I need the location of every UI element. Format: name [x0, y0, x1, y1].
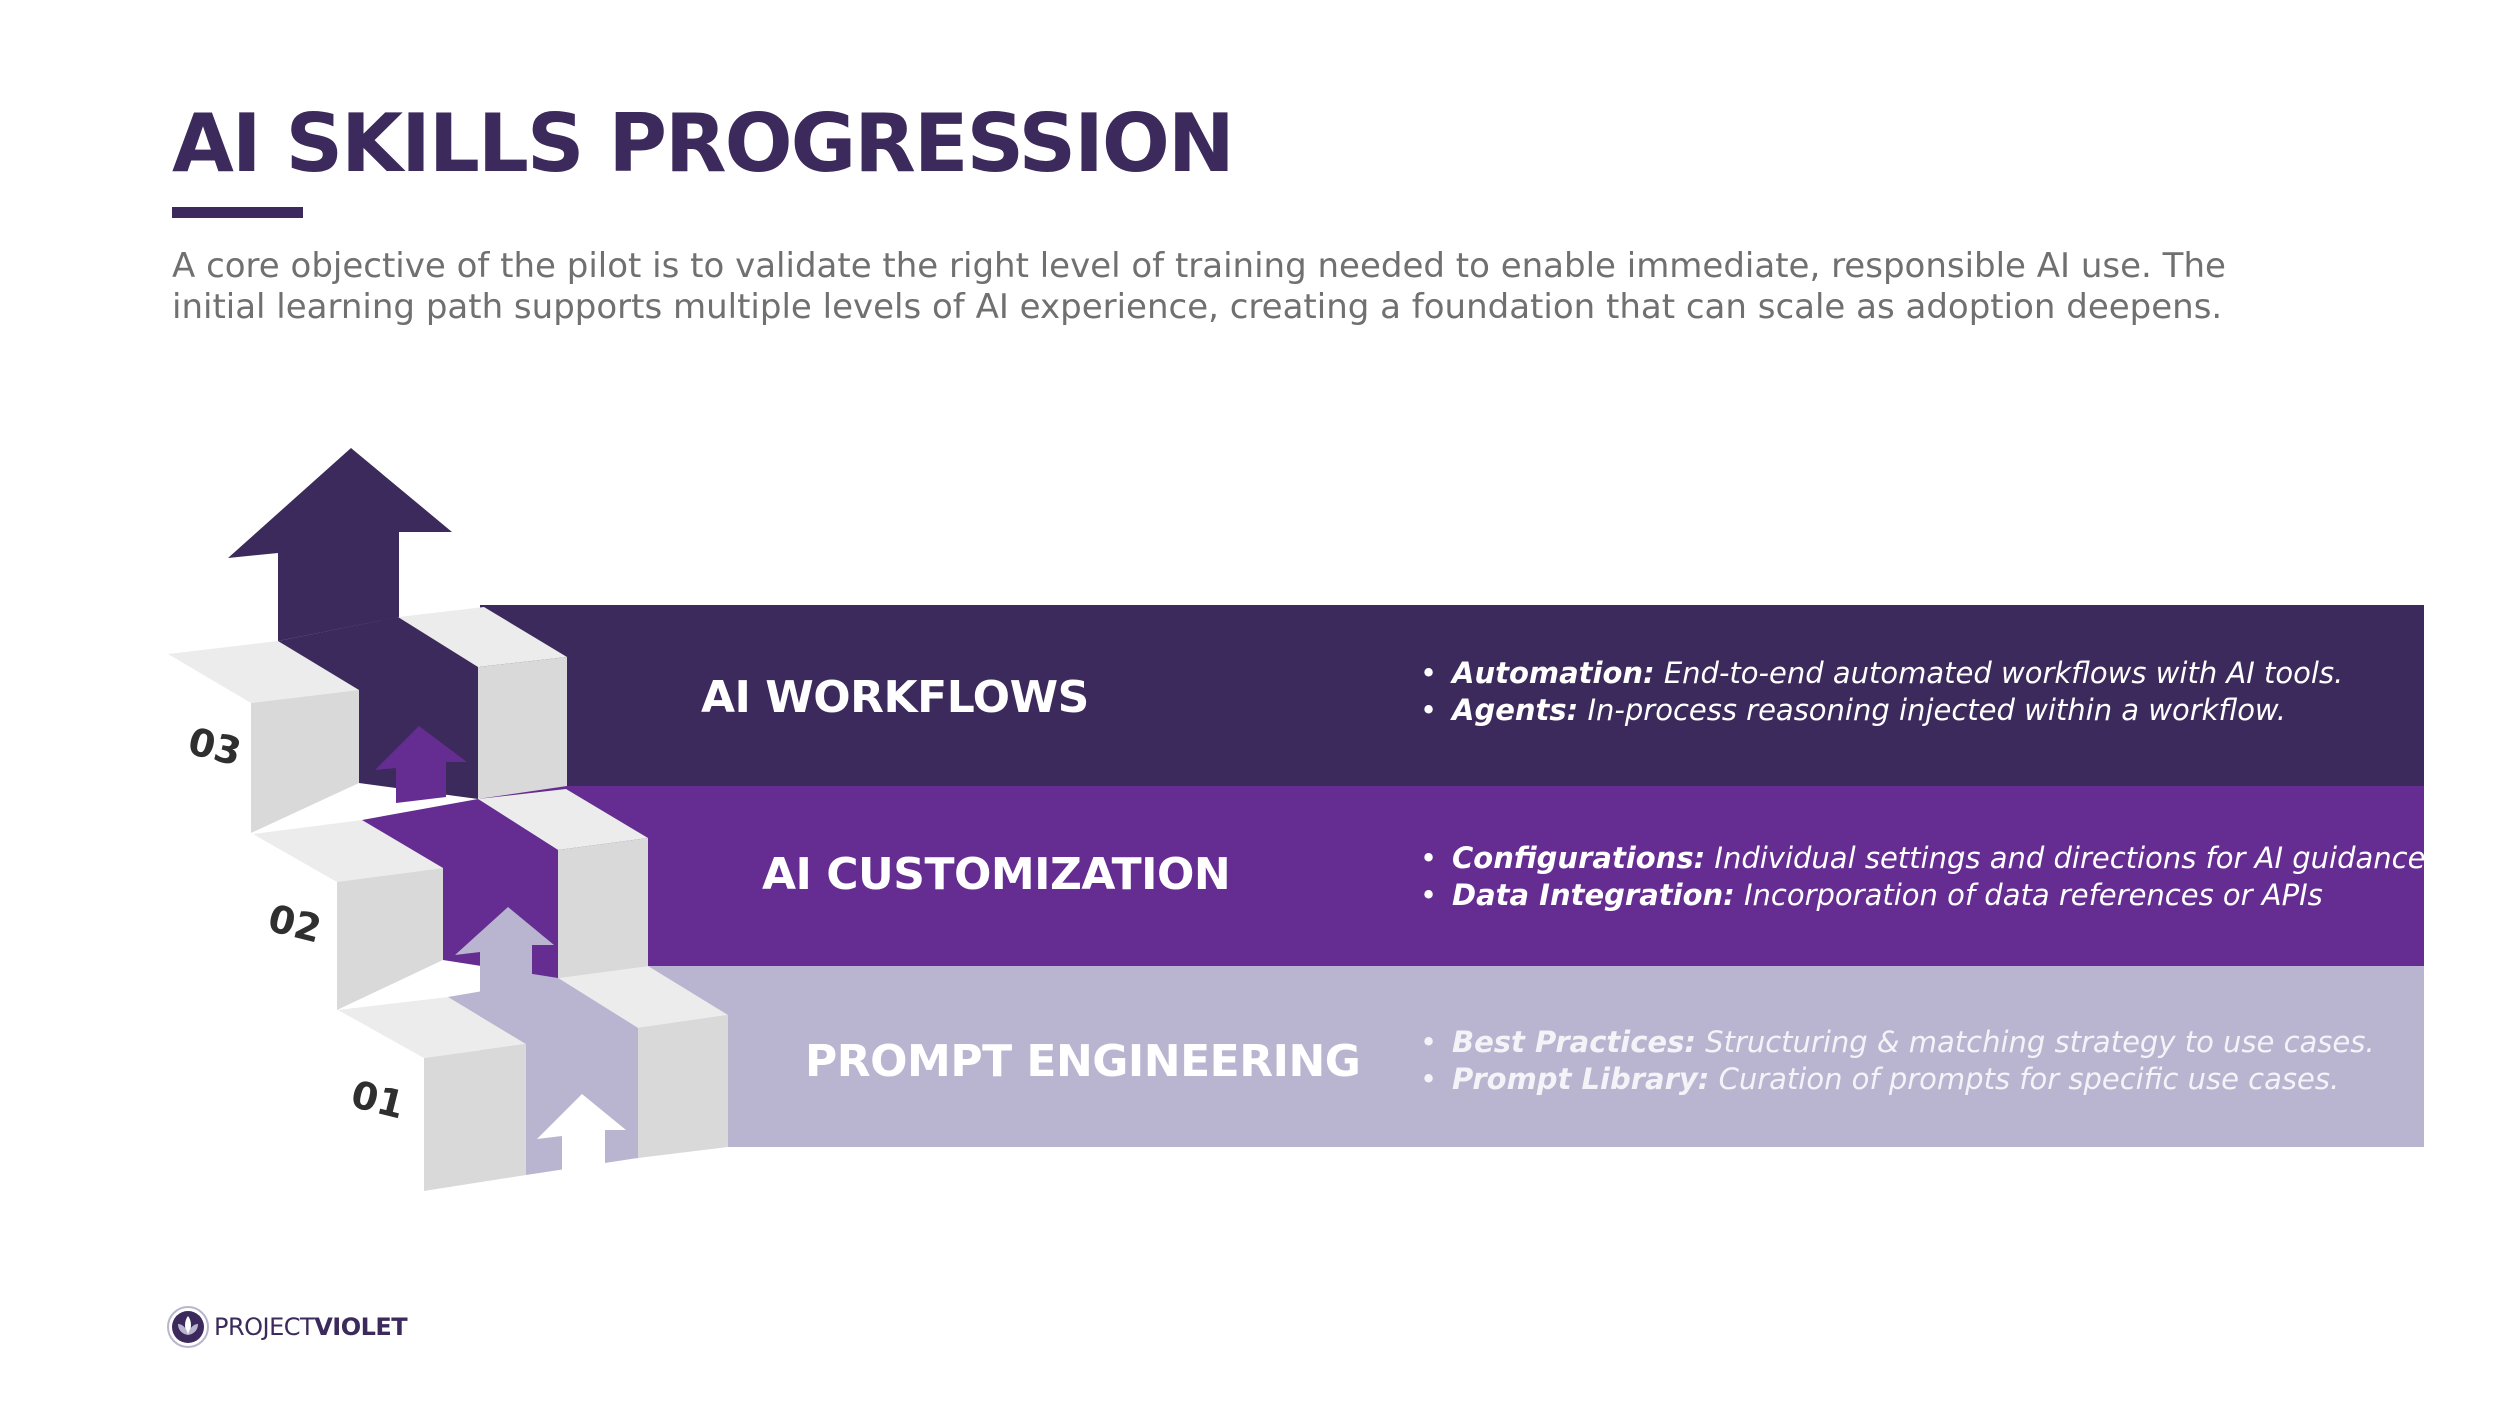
bullet-term: Agents: [1452, 693, 1579, 727]
list-item: Automation: End-to-end automated workflo… [1420, 655, 2343, 692]
violet-up-arrow-icon [375, 726, 467, 803]
title-underline [172, 207, 303, 218]
lavender-up-arrow-icon [455, 907, 554, 986]
level-label-ai-customization: AI CUSTOMIZATION [762, 849, 1231, 900]
big-up-arrow-icon [228, 448, 452, 641]
level-label-prompt-engineering: PROMPT ENGINEERING [805, 1036, 1361, 1087]
step-3-left-front [251, 690, 359, 833]
bullet-term: Configurations: [1452, 841, 1706, 875]
logo-wordmark: PROJECTVIOLET [214, 1313, 408, 1341]
lotus-icon [167, 1306, 209, 1348]
step-1-right-front [638, 1015, 728, 1158]
customization-bullet-list: Configurations: Individual settings and … [1420, 840, 2435, 914]
project-violet-logo: PROJECTVIOLET [166, 1304, 408, 1350]
step-3-left-top [168, 641, 359, 703]
bullet-text: In-process reasoning injected within a w… [1578, 693, 2287, 727]
step-1-left-top [338, 997, 526, 1058]
logo-word-project: PROJECT [214, 1313, 315, 1341]
bullet-text: Incorporation of data references or APIs [1734, 878, 2323, 912]
workflows-bullet-list: Automation: End-to-end automated workflo… [1420, 655, 2343, 729]
step-number-01: 01 [347, 1072, 409, 1127]
step-2-right-front [558, 838, 648, 978]
prompt-bullet-list: Best Practices: Structuring & matching s… [1420, 1024, 2375, 1098]
list-item: Agents: In-process reasoning injected wi… [1420, 692, 2343, 729]
bullet-term: Prompt Library: [1452, 1062, 1710, 1096]
bullet-term: Best Practices: [1452, 1025, 1696, 1059]
step-number-03: 03 [184, 719, 246, 774]
page-title: AI SKILLS PROGRESSION [172, 97, 1235, 190]
bullet-term: Data Integration: [1452, 878, 1735, 912]
logo-word-violet: VIOLET [314, 1313, 408, 1341]
bullet-text: End-to-end automated workflows with AI t… [1654, 656, 2344, 690]
white-up-arrow-icon [537, 1094, 626, 1176]
list-item: Best Practices: Structuring & matching s… [1420, 1024, 2375, 1061]
level-label-ai-workflows: AI WORKFLOWS [701, 672, 1089, 723]
bullet-term: Automation: [1452, 656, 1655, 690]
step-2-right-top [478, 789, 648, 850]
step-number-02: 02 [264, 896, 326, 951]
bullet-text: Structuring & matching strategy to use c… [1695, 1025, 2375, 1059]
intro-paragraph: A core objective of the pilot is to vali… [172, 246, 2226, 327]
step-1-left-front [424, 1044, 526, 1191]
bullet-text: Individual settings and directions for A… [1705, 841, 2435, 875]
step-3-right-top [398, 607, 567, 667]
list-item: Configurations: Individual settings and … [1420, 840, 2435, 877]
list-item: Prompt Library: Curation of prompts for … [1420, 1061, 2375, 1098]
bullet-text: Curation of prompts for specific use cas… [1709, 1062, 2340, 1096]
step-1-right-top [558, 966, 728, 1028]
step-2-left-top [253, 820, 443, 882]
list-item: Data Integration: Incorporation of data … [1420, 877, 2435, 914]
step-2-left-front [337, 868, 443, 1010]
step-3-right-front [478, 657, 567, 799]
